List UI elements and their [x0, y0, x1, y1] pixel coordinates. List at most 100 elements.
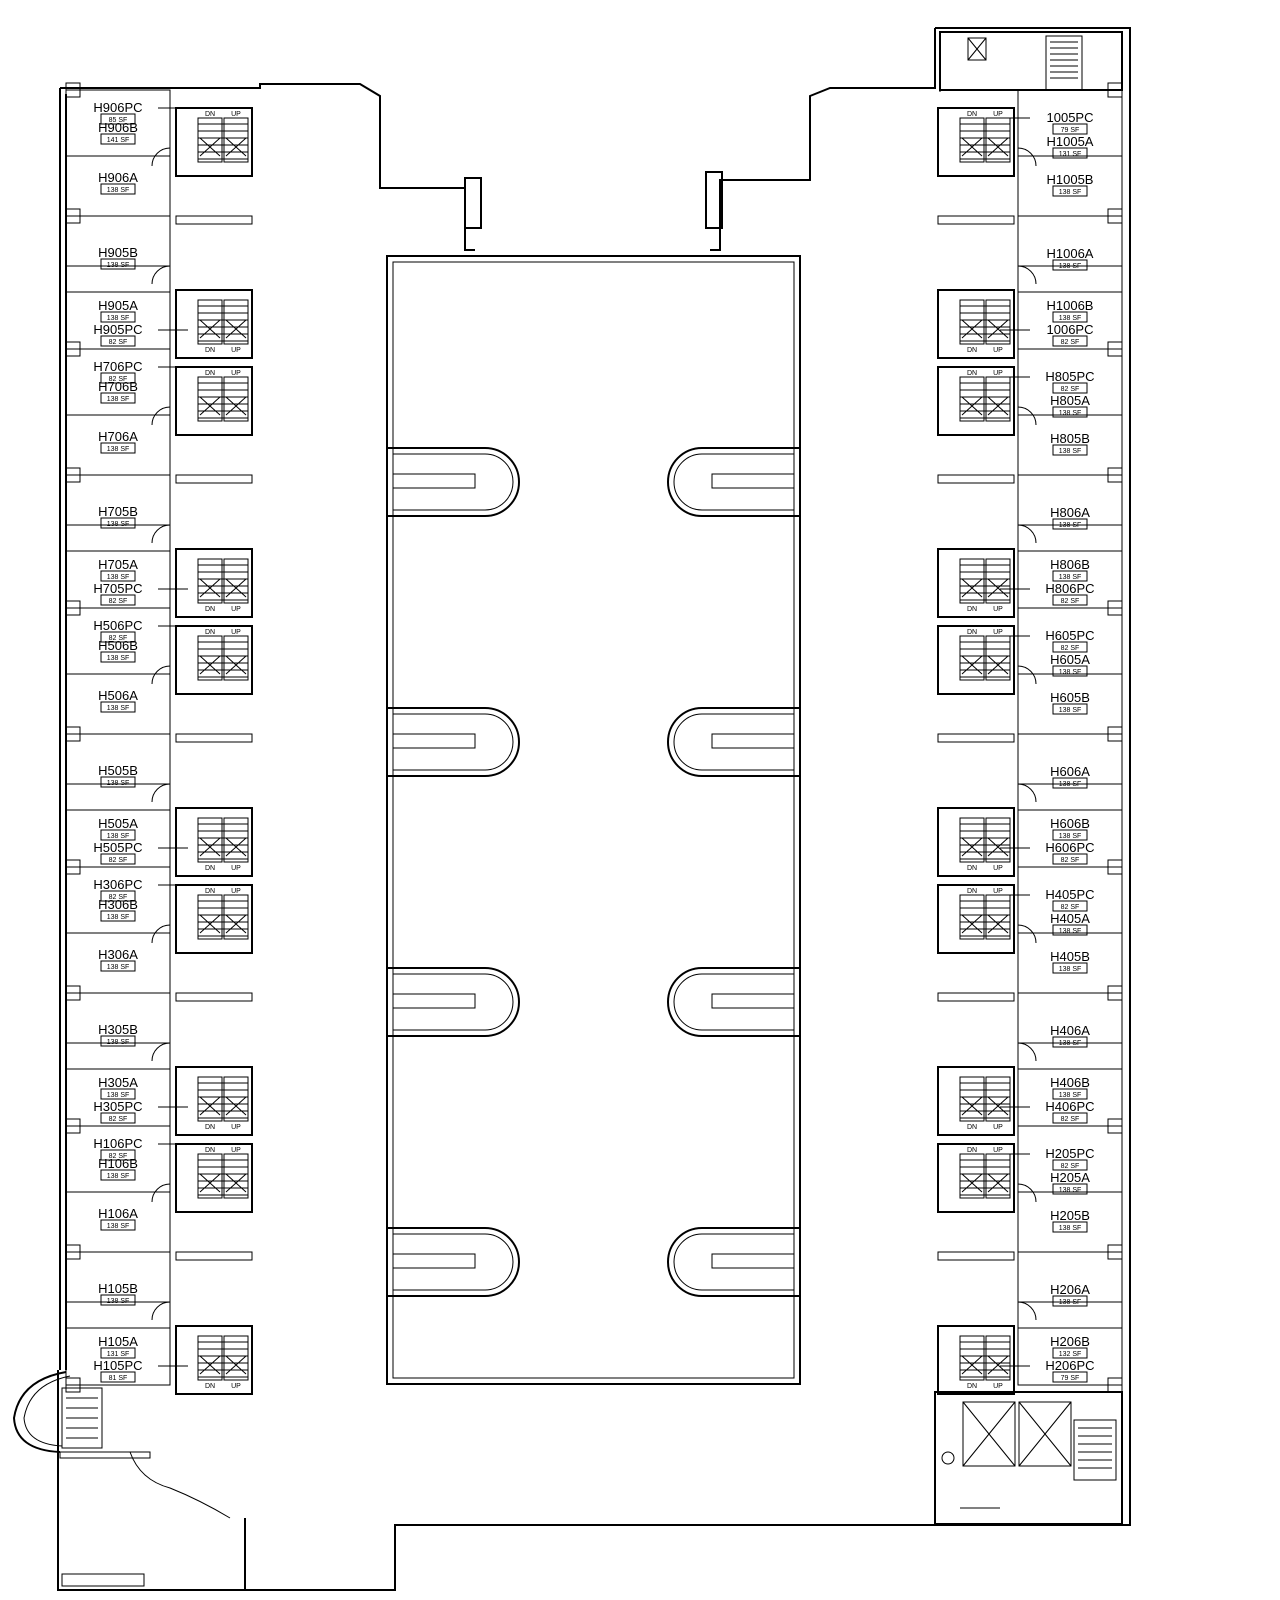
area-box — [1052, 703, 1088, 715]
room-label: H305A 138 SF — [98, 1075, 138, 1100]
room-id: H906A — [98, 170, 138, 185]
stair-dn-label: DN — [967, 347, 977, 354]
elevator-core — [934, 1391, 1123, 1525]
room-id: H806A — [1050, 505, 1090, 520]
room-area: 81 SF — [109, 1375, 128, 1382]
room-id: H206A — [1050, 1282, 1090, 1297]
stair-dn-label: DN — [967, 370, 977, 377]
room-area: 82 SF — [1061, 386, 1080, 393]
room-id: H506B — [98, 638, 138, 653]
area-box — [1052, 1036, 1088, 1048]
room-area: 138 SF — [107, 574, 130, 581]
courtyard-lobe-right — [667, 1227, 800, 1297]
room-id: H305B — [98, 1022, 138, 1037]
room-id: 1006PC — [1047, 322, 1094, 337]
room-id: H1005A — [1047, 134, 1094, 149]
area-box — [100, 133, 136, 145]
room-area: 138 SF — [107, 1039, 130, 1046]
room-id: H1006A — [1047, 246, 1094, 261]
room-area: 138 SF — [107, 187, 130, 194]
area-box — [100, 570, 136, 582]
area-box — [1052, 444, 1088, 456]
room-area: 141 SF — [107, 137, 130, 144]
area-box — [100, 776, 136, 788]
area-box — [1052, 382, 1088, 394]
room-area: 138 SF — [107, 1173, 130, 1180]
area-box — [100, 335, 136, 347]
stair-up-label: UP — [231, 1383, 241, 1390]
room-id: H606PC — [1045, 840, 1094, 855]
area-box — [100, 829, 136, 841]
stair-dn-label: DN — [205, 370, 215, 377]
stair-dn-label: DN — [967, 1124, 977, 1131]
room-area: 82 SF — [109, 635, 128, 642]
room-area: 138 SF — [1059, 574, 1082, 581]
courtyard-lobe-right — [667, 967, 800, 1037]
room-id: H506PC — [93, 618, 142, 633]
area-box — [1052, 829, 1088, 841]
room-id: 1005PC — [1047, 110, 1094, 125]
area-box — [1052, 777, 1088, 789]
room-id: H406A — [1050, 1023, 1090, 1038]
room-area: 138 SF — [107, 964, 130, 971]
room-id: H205PC — [1045, 1146, 1094, 1161]
area-box — [100, 1219, 136, 1231]
room-area: 138 SF — [1059, 1225, 1082, 1232]
room-id: H906PC — [93, 100, 142, 115]
area-box — [1052, 1183, 1088, 1195]
room-id: H705B — [98, 504, 138, 519]
room-id: H306A — [98, 947, 138, 962]
stair-up-label: UP — [993, 1147, 1003, 1154]
area-box — [100, 1149, 136, 1161]
area-box — [100, 372, 136, 384]
stair-up-label: UP — [231, 111, 241, 118]
stair-dn-label: DN — [205, 1147, 215, 1154]
stair-up-label: UP — [993, 888, 1003, 895]
room-id: H305A — [98, 1075, 138, 1090]
area-box — [100, 853, 136, 865]
room-id: H805B — [1050, 431, 1090, 446]
area-box — [1052, 335, 1088, 347]
area-box — [1052, 311, 1088, 323]
room-area: 138 SF — [1059, 522, 1082, 529]
room-area: 138 SF — [107, 705, 130, 712]
room-id: H706B — [98, 379, 138, 394]
stair-dn-label: DN — [205, 1124, 215, 1131]
area-box — [1052, 853, 1088, 865]
room-label: H306A 138 SF — [98, 947, 138, 972]
room-area: 138 SF — [107, 1092, 130, 1099]
stair-dn-label: DN — [967, 1383, 977, 1390]
room-id: H605A — [1050, 652, 1090, 667]
room-area: 138 SF — [107, 655, 130, 662]
room-id: H105A — [98, 1334, 138, 1349]
room-id: H106A — [98, 1206, 138, 1221]
area-box — [100, 631, 136, 643]
room-label: H305B 138 SF — [98, 1022, 138, 1047]
area-box — [100, 442, 136, 454]
room-area: 138 SF — [107, 262, 130, 269]
left-room-stack — [65, 82, 253, 1393]
